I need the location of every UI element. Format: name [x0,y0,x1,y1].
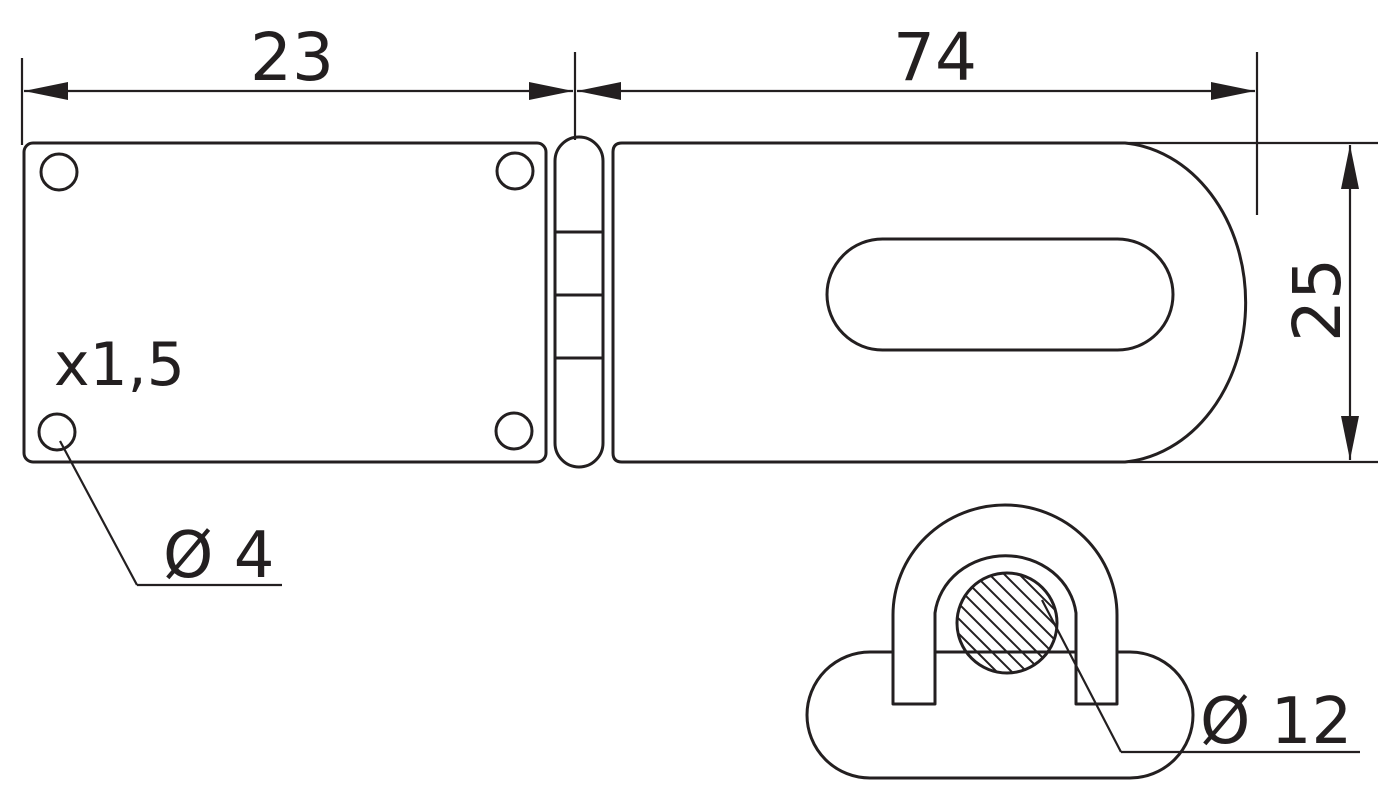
staple-loop [891,503,1119,706]
screw-hole-top-left [39,152,79,192]
screw-hole-bottom-right [494,411,534,451]
arrowhead-bottom [1341,416,1359,460]
rod-diameter-label: Ø 12 [1200,685,1352,759]
arrowhead-right [529,82,573,100]
extension-lines [20,52,1378,464]
leader-rod-diameter: Ø 12 [1041,599,1360,759]
dimension-width-left: 23 [24,19,573,100]
dimension-label-23: 23 [250,19,334,96]
leader-hole-diameter: Ø 4 [59,440,282,593]
dimension-width-right: 74 [577,19,1255,100]
dimension-label-74: 74 [893,19,977,96]
dimension-label-25: 25 [1279,258,1356,342]
staple-side-view [805,503,1195,780]
arrowhead-right [1211,82,1255,100]
screw-hole-bottom-left [37,412,77,452]
hole-diameter-label: Ø 4 [163,519,274,593]
dimension-height: 25 [1279,145,1359,460]
arrowhead-top [1341,145,1359,189]
thickness-label: x1,5 [54,330,185,400]
staple-base [805,650,1195,780]
hasp-plate [611,141,1248,464]
screw-hole-top-right [495,151,535,191]
left-plate: x1,5 [22,141,548,464]
arrowhead-left [24,82,68,100]
hasp-slot [825,237,1175,352]
hinge-knuckle [553,135,605,469]
arrowhead-left [577,82,621,100]
